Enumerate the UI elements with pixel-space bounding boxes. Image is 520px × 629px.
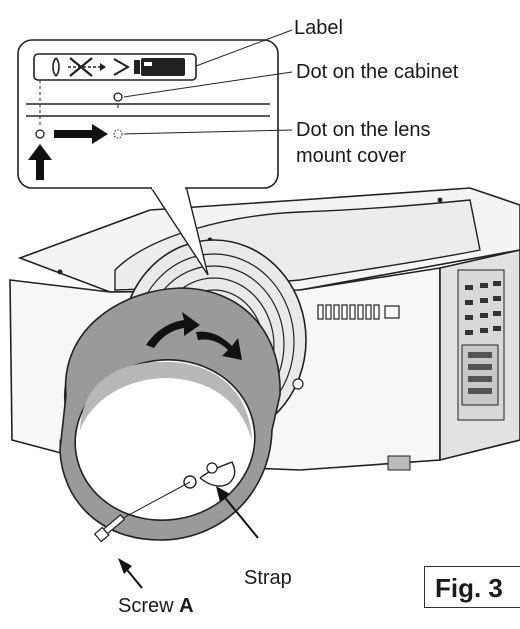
- cabinet-dot-leader-line: [123, 71, 293, 98]
- side-buttons: [465, 281, 501, 335]
- top-screw: [57, 269, 63, 275]
- lens-icon: [52, 57, 60, 77]
- rotate-arrow-right-icon: [196, 331, 242, 360]
- figure-tag-box: Fig. 3: [424, 566, 520, 608]
- strap-ring: [206, 462, 218, 474]
- battery-icon: [134, 58, 185, 76]
- screw-callout-text: Screw: [118, 595, 180, 617]
- side-connector-slots: [468, 352, 492, 394]
- top-screw: [437, 197, 443, 203]
- cross-arrow-icon: [68, 57, 106, 77]
- label-callout: Label: [294, 17, 343, 39]
- inset-right-arrow-icon: [54, 124, 108, 144]
- cover-dot-start: [35, 129, 45, 139]
- mount-screw: [292, 378, 304, 390]
- front-foot: [387, 455, 411, 471]
- screw-a: [93, 514, 126, 543]
- front-vent: [317, 304, 400, 320]
- dot-lens-cover-callout-line2: mount cover: [296, 145, 407, 167]
- screw-pointer-arrow-icon: [118, 558, 143, 589]
- inset-up-arrow-icon: [28, 144, 52, 180]
- screw-guide-line: [111, 481, 191, 525]
- strap-pointer-arrow-icon: [216, 486, 259, 539]
- cover-opening: [74, 358, 256, 522]
- label-leader-line: [195, 29, 293, 67]
- screw-a-callout: Screw A: [118, 594, 194, 618]
- screw-callout-letter: A: [179, 595, 194, 617]
- cover-dot-target: [113, 129, 123, 139]
- figure-tag: Fig. 3: [435, 573, 503, 603]
- cover-inner-shade: [80, 361, 252, 440]
- strap-callout: Strap: [244, 567, 292, 589]
- cover-dot-leader-line: [123, 129, 293, 135]
- greater-than-icon: [113, 58, 131, 76]
- dot-cabinet-callout: Dot on the cabinet: [296, 61, 459, 83]
- cabinet-dot: [113, 92, 123, 102]
- dot-lens-cover-callout-line1: Dot on the lens: [296, 119, 431, 141]
- rotate-arrow-left-icon: [146, 312, 200, 348]
